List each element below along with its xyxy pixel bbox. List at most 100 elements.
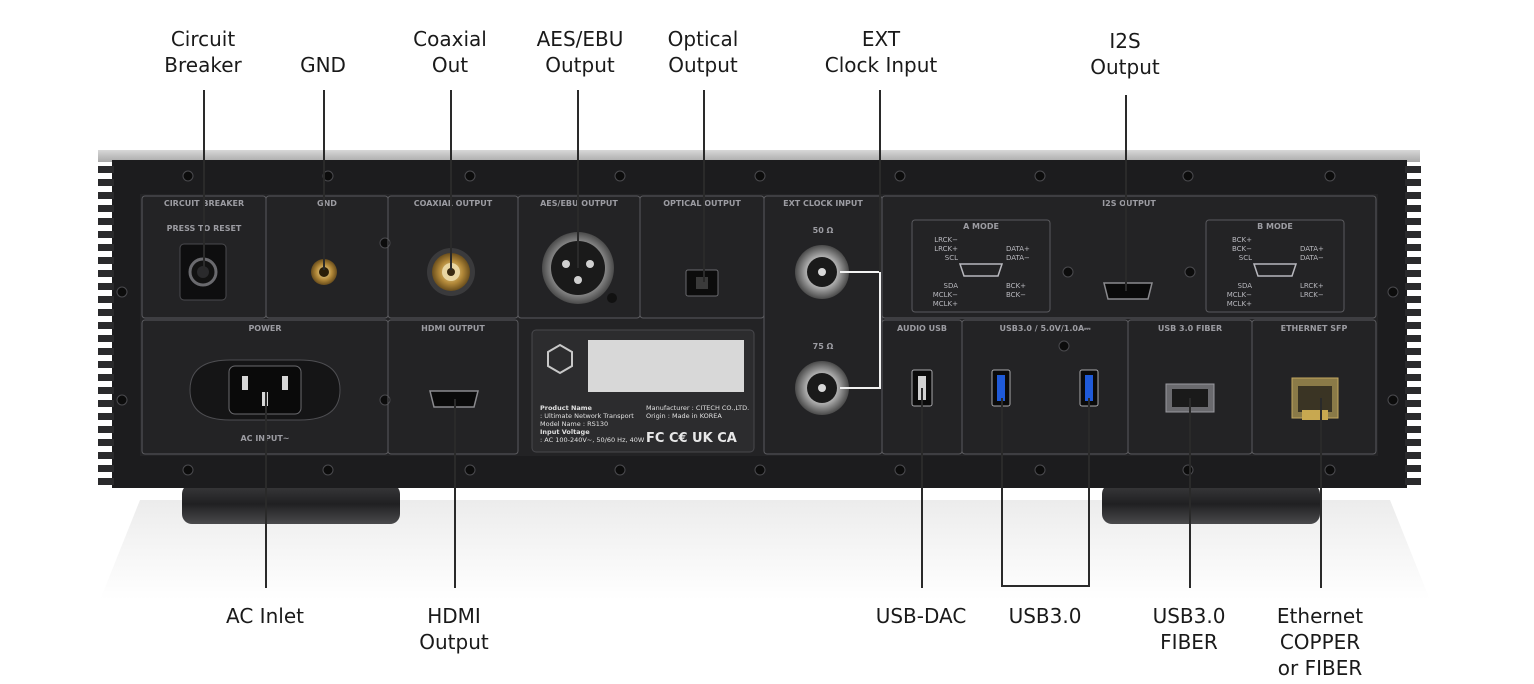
- panel-screws: [116, 170, 1399, 476]
- circuit-breaker-connector: [179, 243, 227, 301]
- fin: [98, 192, 114, 199]
- fin: [98, 452, 114, 459]
- callout-ethernet: Ethernet COPPER or FIBER: [1276, 604, 1364, 680]
- leader-circuit-breaker: [203, 90, 205, 270]
- fin: [1405, 205, 1421, 212]
- fin: [98, 231, 114, 238]
- screw-icon: [182, 170, 194, 182]
- screw-icon: [894, 464, 906, 476]
- coaxial-rca-connector: [427, 248, 475, 296]
- section-hdmi: [387, 319, 519, 455]
- fin: [98, 205, 114, 212]
- plate-input-voltage-title: Input Voltage: [540, 428, 590, 436]
- fin: [98, 166, 114, 173]
- pin-label: BCK+: [1232, 236, 1252, 244]
- aes-ebu-xlr-connector: [542, 232, 617, 304]
- fin: [1405, 257, 1421, 264]
- leader-i2s: [1125, 95, 1127, 291]
- product-label-plate: Product Name : Ultimate Network Transpor…: [531, 329, 755, 453]
- screw-icon: [464, 170, 476, 182]
- optical-toslink-connector: [685, 269, 719, 297]
- fin: [1405, 283, 1421, 290]
- leader-aes-ebu: [577, 90, 579, 268]
- fin: [1405, 166, 1421, 173]
- plate-manufacturer: Manufacturer : CITECH CO.,LTD.: [646, 404, 749, 412]
- callout-ac-inlet: AC Inlet: [226, 604, 304, 628]
- pin-label: LRCK−: [934, 236, 958, 244]
- screw-icon: [1324, 170, 1336, 182]
- b-mode-hdmi-diagram: [1252, 263, 1298, 277]
- pin-label: LRCK+: [934, 245, 958, 253]
- label-coaxial-output: COAXIAL OUTPUT: [414, 199, 493, 208]
- fin: [98, 374, 114, 381]
- screw-icon: [116, 394, 128, 406]
- fin: [98, 218, 114, 225]
- right-foot: [1102, 484, 1320, 524]
- callout-coaxial-out: Coaxial Out: [413, 27, 487, 77]
- fin: [98, 361, 114, 368]
- section-i2s: [881, 195, 1377, 319]
- usb30-port-2: [1079, 369, 1099, 407]
- label-i2s-output: I2S OUTPUT: [1102, 199, 1156, 208]
- fin: [1405, 452, 1421, 459]
- fin: [1405, 179, 1421, 186]
- pin-label: SCL: [1239, 254, 1252, 262]
- pin-label: SDA: [1238, 282, 1253, 290]
- leader-optical: [703, 90, 705, 282]
- pin-label: DATA+: [1006, 245, 1030, 253]
- screw-icon: [1387, 394, 1399, 406]
- fin: [1405, 218, 1421, 225]
- section-ethernet-sfp: [1251, 319, 1377, 455]
- fin: [1405, 426, 1421, 433]
- fin: [98, 335, 114, 342]
- b-mode-box: [1205, 219, 1345, 313]
- bnc-75-ohm-connector: [795, 361, 849, 415]
- pin-label: DATA+: [1300, 245, 1324, 253]
- screw-icon: [1034, 170, 1046, 182]
- screw-icon: [322, 464, 334, 476]
- fin: [98, 270, 114, 277]
- pin-label: LRCK−: [1300, 291, 1324, 299]
- fin: [98, 387, 114, 394]
- callout-i2s-output: I2S Output: [1090, 29, 1160, 79]
- label-audio-usb: AUDIO USB: [897, 324, 947, 333]
- fin: [1405, 400, 1421, 407]
- callout-ext-clock-input: EXT Clock Input: [824, 27, 938, 77]
- screw-icon: [182, 464, 194, 476]
- b-mode-right-pins: DATA+DATA− LRCK+LRCK−: [1300, 245, 1324, 299]
- pin-label: DATA−: [1006, 254, 1030, 262]
- label-b-mode: B MODE: [1257, 222, 1293, 231]
- label-ext-clock-input: EXT CLOCK INPUT: [783, 199, 863, 208]
- label-75-ohm: 75 Ω: [813, 342, 834, 351]
- left-cooling-fins: [98, 166, 114, 485]
- leader-hdmi: [454, 399, 456, 588]
- pin-label: BCK−: [1232, 245, 1252, 253]
- leader-usb-dac: [921, 388, 923, 588]
- callout-usb3: USB3.0: [1008, 604, 1082, 628]
- screw-icon: [1387, 286, 1399, 298]
- screw-icon: [116, 286, 128, 298]
- pin-label: DATA−: [1300, 254, 1324, 262]
- label-ethernet-sfp: ETHERNET SFP: [1281, 324, 1348, 333]
- screw-icon: [1034, 464, 1046, 476]
- fin: [1405, 361, 1421, 368]
- plate-product-name-title: Product Name: [540, 404, 593, 412]
- callout-usb3-fiber: USB3.0 FIBER: [1152, 604, 1226, 654]
- fin: [1405, 348, 1421, 355]
- label-a-mode: A MODE: [963, 222, 999, 231]
- leader-ethernet: [1320, 398, 1322, 588]
- callout-aes-ebu-output: AES/EBU Output: [536, 27, 624, 77]
- fin: [98, 179, 114, 186]
- plate-origin: Origin : Made in KOREA: [646, 412, 722, 420]
- callout-usb-dac: USB-DAC: [875, 604, 967, 628]
- screw-icon: [614, 464, 626, 476]
- pin-label: LRCK+: [1300, 282, 1324, 290]
- leader-ac-inlet: [265, 392, 267, 588]
- fin: [98, 322, 114, 329]
- screw-icon: [754, 170, 766, 182]
- fin: [1405, 192, 1421, 199]
- fin: [98, 439, 114, 446]
- plate-product-name: : Ultimate Network Transport: [540, 412, 634, 420]
